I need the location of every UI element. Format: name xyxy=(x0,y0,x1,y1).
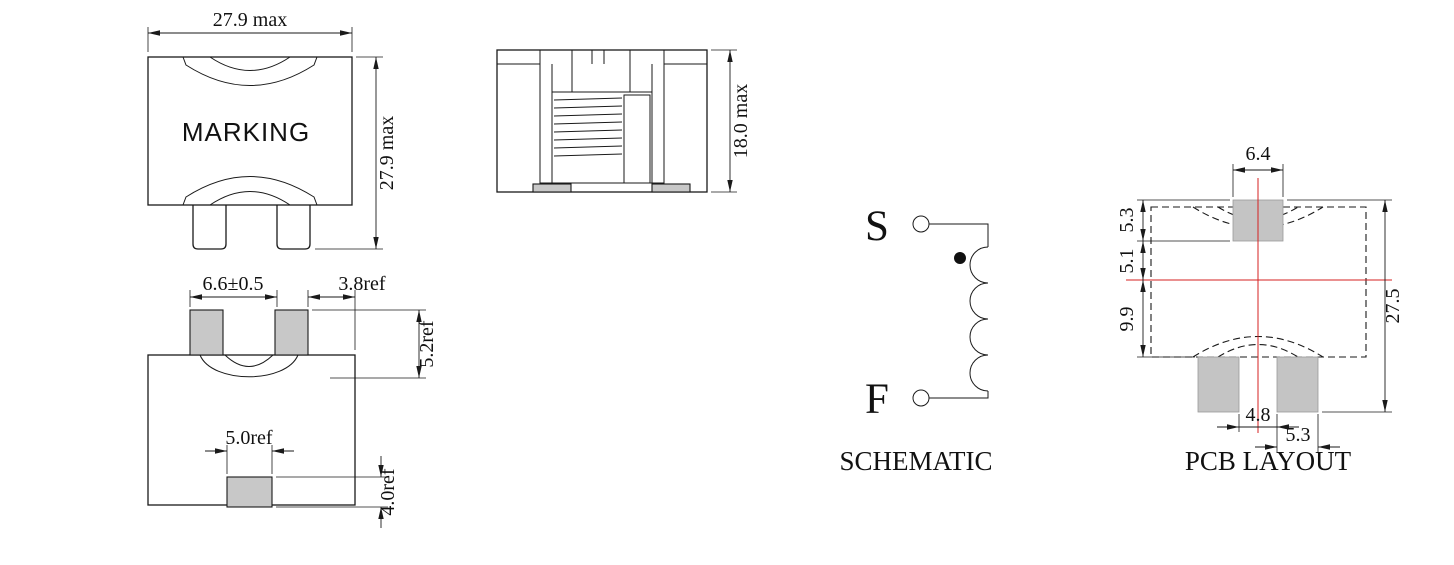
pad-depth-dimension: 5.2ref xyxy=(312,309,438,379)
center-pad-height-dimension: 4.0ref xyxy=(276,456,399,528)
front-top-flange xyxy=(182,56,318,86)
pcb-pad-gap-dim-label: 4.8 xyxy=(1246,404,1271,426)
pcb-bottom-pad-width-dimension: 5.3 xyxy=(1255,414,1340,452)
front-left-leg xyxy=(192,205,227,250)
front-view: 27.9 max MARKING 27.9 max xyxy=(147,9,398,250)
bottom-flange-curves xyxy=(199,354,299,378)
front-bottom-flange xyxy=(182,176,318,206)
start-terminal-node xyxy=(912,215,930,233)
pad-offset-dim-label: 3.8ref xyxy=(338,273,386,295)
pcb-overall-height-dim-label: 27.5 xyxy=(1382,289,1404,324)
pcb-bottom-pad-width-dim-label: 5.3 xyxy=(1286,424,1311,446)
front-width-dimension: 27.9 max xyxy=(147,9,353,52)
side-body-outline xyxy=(496,49,708,193)
pcb-layout-view: 6.4 5.3 5.1 9.9 27.5 4.8 xyxy=(1116,143,1404,476)
finish-terminal-node xyxy=(912,389,930,407)
schematic-view: S F SCHEMATIC xyxy=(839,203,992,476)
side-core-structure xyxy=(497,50,707,192)
center-pad-height-dim-label: 4.0ref xyxy=(377,468,399,516)
bottom-center-pad xyxy=(226,476,273,508)
pcb-pad-gap-dimension: 4.8 xyxy=(1217,404,1299,452)
schematic-bottom-wire xyxy=(929,391,989,399)
marking-text: MARKING xyxy=(182,117,310,147)
side-left-terminal-pad xyxy=(532,183,572,193)
pcb-centerline-to-pad-dim-label: 9.9 xyxy=(1116,307,1138,332)
inductor-coil xyxy=(969,246,989,392)
schematic-title: SCHEMATIC xyxy=(839,446,992,476)
pcb-top-pad-height-dim-label: 5.3 xyxy=(1116,208,1138,233)
side-view: 18.0 max xyxy=(496,49,752,193)
pcb-bottom-right-pad xyxy=(1276,356,1319,413)
side-winding-hatch xyxy=(553,97,623,157)
pcb-pad-to-centerline-dim-label: 5.1 xyxy=(1116,249,1138,274)
front-body-outline xyxy=(147,56,353,206)
center-pad-width-dim-label: 5.0ref xyxy=(225,427,273,449)
pcb-left-dimensions: 5.3 5.1 9.9 xyxy=(1116,199,1230,358)
pad-spacing-dim-label: 6.6±0.5 xyxy=(203,273,264,295)
bottom-view: 6.6±0.5 3.8ref 5.2ref 5.0ref xyxy=(147,273,438,528)
side-height-dim-label: 18.0 max xyxy=(730,84,752,158)
front-height-dimension: 27.9 max xyxy=(315,56,398,250)
side-right-terminal-pad xyxy=(651,183,691,193)
pcb-component-outline xyxy=(1150,206,1367,358)
pad-depth-dim-label: 5.2ref xyxy=(416,320,438,368)
side-height-dimension: 18.0 max xyxy=(711,49,752,193)
pcb-overall-height-dimension: 27.5 xyxy=(1287,199,1404,413)
pcb-layout-title: PCB LAYOUT xyxy=(1185,446,1352,476)
pcb-top-pad-width-dim-label: 6.4 xyxy=(1246,143,1271,165)
bottom-right-pad xyxy=(274,309,309,356)
pcb-top-pad-width-dimension: 6.4 xyxy=(1232,143,1284,197)
front-width-dim-label: 27.9 max xyxy=(213,9,287,31)
polarity-dot xyxy=(954,252,966,264)
start-terminal-label: S xyxy=(865,203,889,250)
schematic-top-wire xyxy=(929,223,989,247)
front-right-leg xyxy=(276,205,311,250)
finish-terminal-label: F xyxy=(865,376,889,423)
center-pad-width-dimension: 5.0ref xyxy=(205,427,294,474)
pad-offset-dimension: 3.8ref xyxy=(307,273,386,350)
pcb-bottom-left-pad xyxy=(1197,356,1240,413)
bottom-left-pad xyxy=(189,309,224,356)
pad-spacing-dimension: 6.6±0.5 xyxy=(189,273,278,307)
front-height-dim-label: 27.9 max xyxy=(376,116,398,190)
